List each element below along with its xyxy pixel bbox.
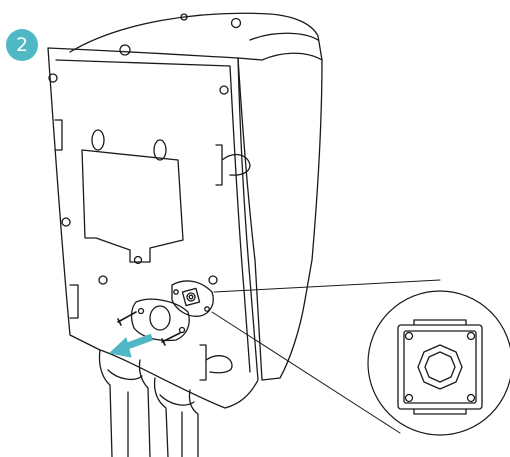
cover-plate	[130, 298, 190, 342]
screw-icon	[117, 311, 181, 346]
arrow-icon	[109, 333, 154, 358]
push-button-icon	[367, 290, 510, 436]
back-plate	[47, 47, 259, 409]
push-button-housing	[171, 280, 214, 317]
charger-housing	[69, 12, 323, 381]
zoom-callout-lines	[211, 279, 441, 434]
step-number-badge: 2	[6, 29, 38, 61]
cable-glands	[98, 349, 199, 457]
lower-clip	[199, 344, 207, 381]
lower-clip-tab	[205, 355, 233, 374]
